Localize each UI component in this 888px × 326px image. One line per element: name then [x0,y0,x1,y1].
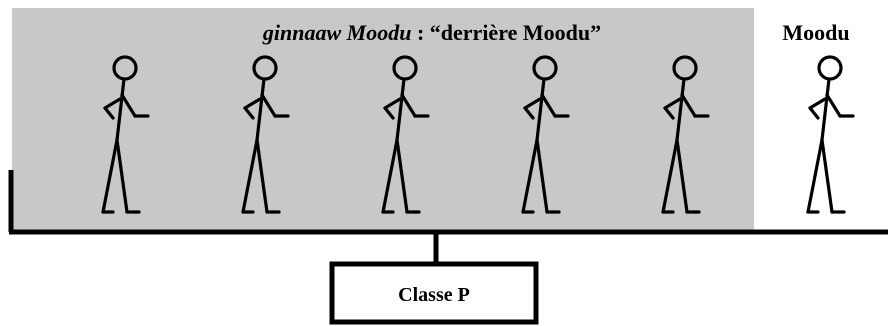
stick-figure-moodu [806,55,855,214]
shaded-region [12,8,754,230]
region-caption: ginnaaw Moodu : “derrière Moodu” [262,20,601,45]
figures-group [101,55,855,214]
stick-figure-3 [381,55,430,214]
stick-figure-1 [101,55,150,214]
class-box [329,261,539,325]
stick-figure-5 [661,55,710,214]
stick-figure-2 [241,55,290,214]
reference-label: Moodu [782,20,849,45]
stick-figure-4 [521,55,570,214]
class-box-label: Classe P [398,284,470,306]
